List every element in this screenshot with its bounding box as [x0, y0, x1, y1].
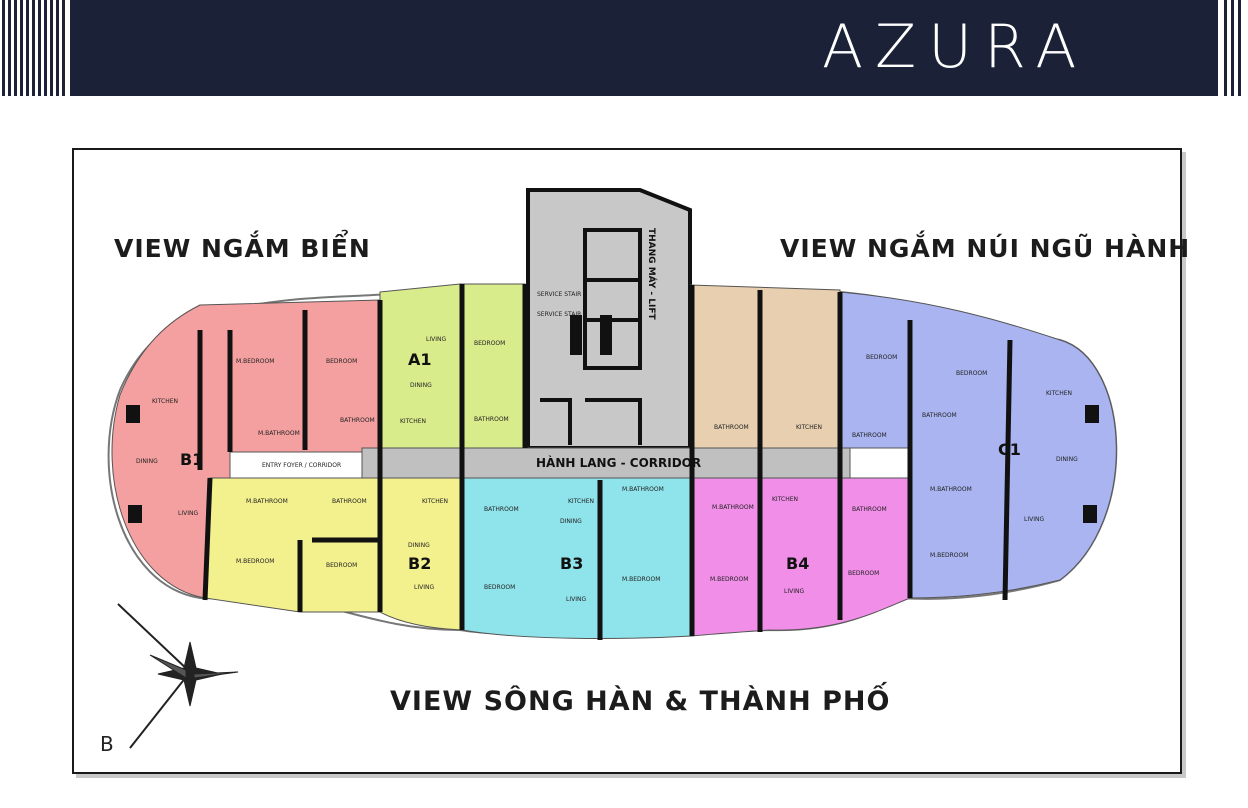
- room-label: BATHROOM: [474, 416, 509, 423]
- room-label: KITCHEN: [772, 496, 798, 503]
- view-mountain-label: VIEW NGẮM NÚI NGŨ HÀNH: [780, 234, 1191, 263]
- header-stripe: [32, 0, 35, 96]
- room-label: KITCHEN: [152, 398, 178, 405]
- room-label: M.BEDROOM: [622, 576, 661, 583]
- header-stripe: [1238, 0, 1241, 96]
- corridor-label: HÀNH LANG - CORRIDOR: [536, 456, 702, 470]
- room-label: M.BATHROOM: [258, 430, 300, 437]
- room-label: KITCHEN: [400, 418, 426, 425]
- lift-label: THANG MÁY - LIFT: [646, 228, 656, 320]
- header-stripe: [56, 0, 59, 96]
- structural-walls: [197, 284, 1013, 640]
- core-walls: [540, 228, 642, 445]
- compass-north-letter: B: [100, 732, 114, 756]
- unit-label-b1: B1: [180, 450, 204, 469]
- header-stripe: [14, 0, 17, 96]
- header-stripe: [44, 0, 47, 96]
- header-stripe: [1231, 0, 1234, 96]
- room-label: KITCHEN: [1046, 390, 1072, 397]
- header-stripe: [2, 0, 5, 96]
- header-stripe: [26, 0, 29, 96]
- room-label: BATHROOM: [340, 417, 375, 424]
- room-label: LIVING: [178, 510, 199, 517]
- header-stripe: [62, 0, 65, 96]
- unit-label-b3: B3: [560, 554, 584, 573]
- room-label: BEDROOM: [326, 562, 358, 569]
- unit-label-a1: A1: [408, 350, 432, 369]
- brand-logo: AZURA: [822, 12, 1089, 82]
- unit-b3-area: [461, 477, 693, 639]
- header-stripe: [8, 0, 11, 96]
- room-label: M.BEDROOM: [930, 552, 969, 559]
- header-stripe: [38, 0, 41, 96]
- room-label: DINING: [560, 518, 582, 525]
- view-river-city-label: VIEW SÔNG HÀN & THÀNH PHỐ: [390, 686, 891, 717]
- room-label: M.BATHROOM: [930, 486, 972, 493]
- room-label: BATHROOM: [484, 506, 519, 513]
- room-label: LIVING: [784, 588, 805, 595]
- room-label: KITCHEN: [568, 498, 594, 505]
- room-label: LIVING: [426, 336, 447, 343]
- room-label: BEDROOM: [848, 570, 880, 577]
- view-sea-label: VIEW NGẮM BIỂN: [114, 234, 371, 263]
- room-label: BATHROOM: [852, 506, 887, 513]
- room-label: KITCHEN: [422, 498, 448, 505]
- header-stripe: [1224, 0, 1227, 96]
- room-label: BEDROOM: [474, 340, 506, 347]
- room-label: LIVING: [414, 584, 435, 591]
- structural-columns: [126, 315, 1099, 523]
- room-label: BEDROOM: [326, 358, 358, 365]
- room-label: BATHROOM: [714, 424, 749, 431]
- unit-label-b4: B4: [786, 554, 810, 573]
- room-label: M.BATHROOM: [712, 504, 754, 511]
- header-banner: AZURA: [0, 0, 1248, 96]
- service-stair-label-2: SERVICE STAIR: [537, 311, 582, 318]
- room-label: LIVING: [566, 596, 587, 603]
- header-stripe: [50, 0, 53, 96]
- room-label: M.BATHROOM: [246, 498, 288, 505]
- compass-rose: [117, 603, 239, 749]
- service-stair-label-1: SERVICE STAIR: [537, 291, 582, 298]
- room-label: BEDROOM: [484, 584, 516, 591]
- header-stripe: [20, 0, 23, 96]
- room-label: M.BEDROOM: [236, 358, 275, 365]
- room-label: M.BEDROOM: [236, 558, 275, 565]
- room-label: BATHROOM: [922, 412, 957, 419]
- room-label: DINING: [1056, 456, 1078, 463]
- room-label: DINING: [410, 382, 432, 389]
- room-label: BATHROOM: [332, 498, 367, 505]
- unit-b4-area: [691, 477, 911, 637]
- room-label: BATHROOM: [852, 432, 887, 439]
- room-label: KITCHEN: [796, 424, 822, 431]
- room-label: DINING: [136, 458, 158, 465]
- unit-label-b2: B2: [408, 554, 432, 573]
- header-bar: [70, 0, 1218, 96]
- room-label: BEDROOM: [956, 370, 988, 377]
- room-label: M.BATHROOM: [622, 486, 664, 493]
- room-label: BEDROOM: [866, 354, 898, 361]
- corridor: [361, 447, 851, 479]
- room-label: DINING: [408, 542, 430, 549]
- entry-foyer-label: ENTRY FOYER / CORRIDOR: [262, 462, 342, 469]
- room-label: M.BEDROOM: [710, 576, 749, 583]
- unit-label-c1: C1: [998, 440, 1021, 459]
- room-label: LIVING: [1024, 516, 1045, 523]
